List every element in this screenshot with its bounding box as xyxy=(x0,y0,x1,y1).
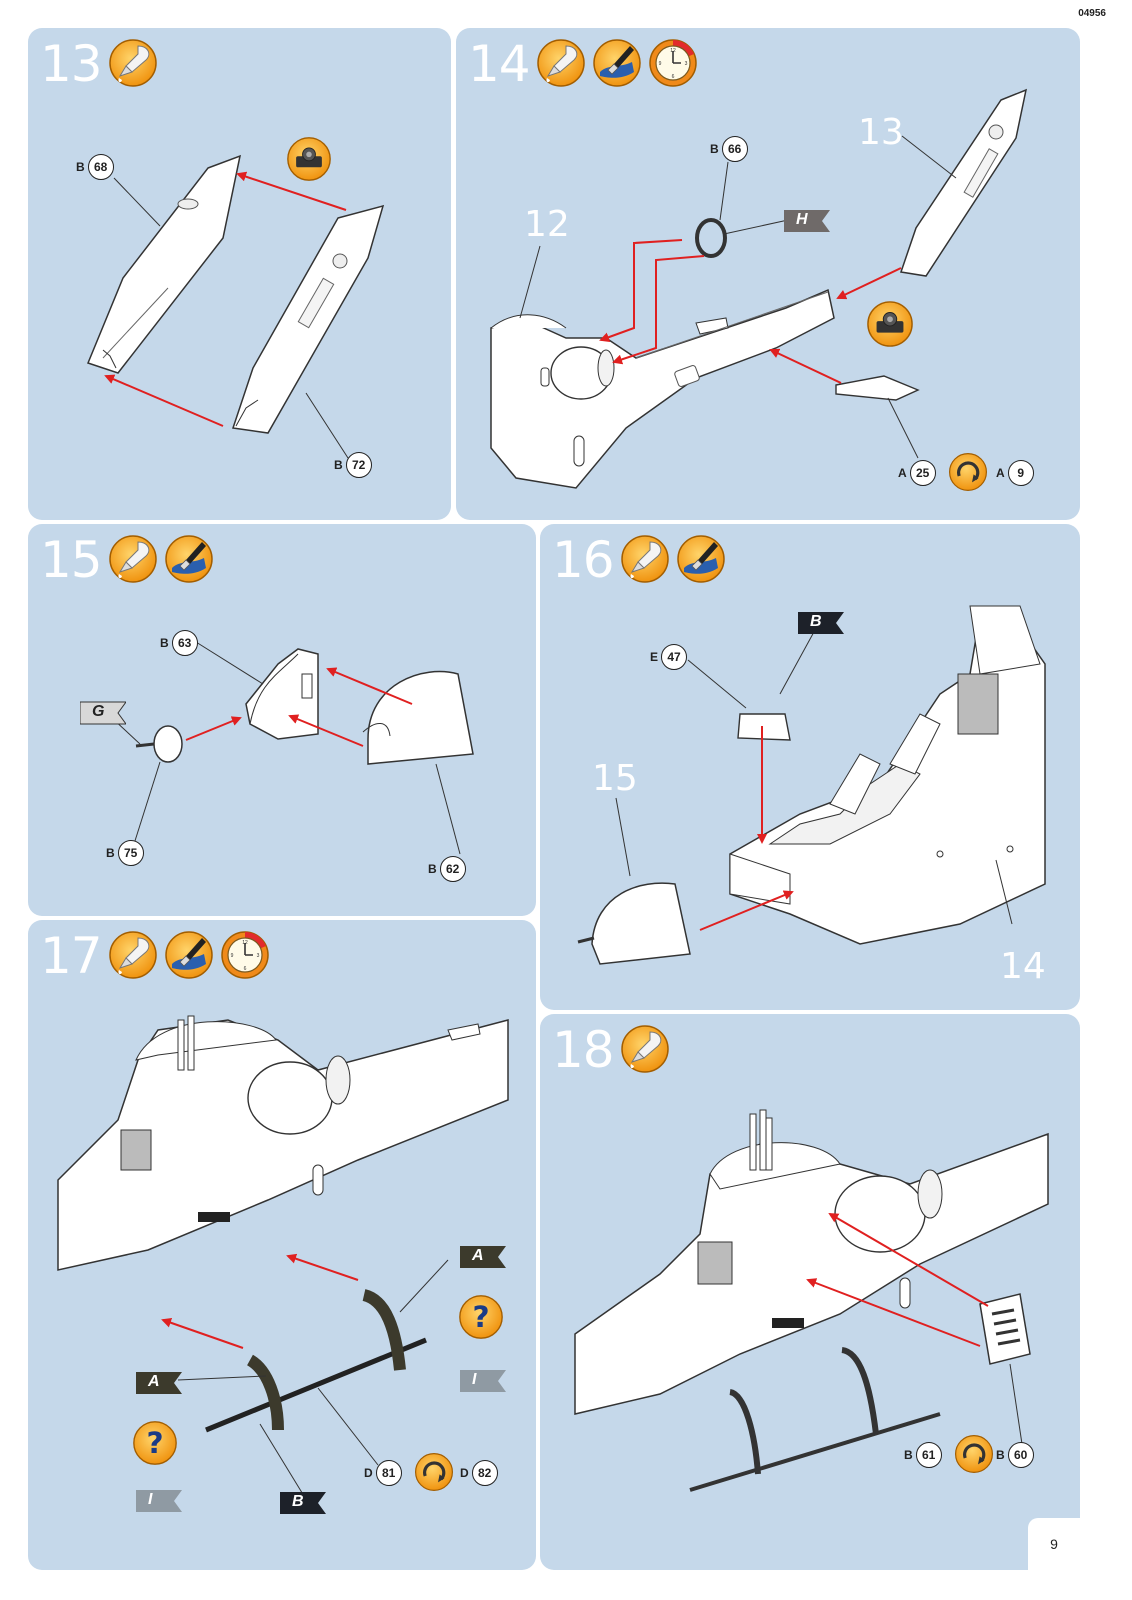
color-flag-B: B xyxy=(280,1490,326,1516)
color-flag-B: B xyxy=(798,610,844,636)
step-number: 18 xyxy=(552,1021,615,1079)
tape-icon xyxy=(866,300,914,348)
assembly-ref: 14 xyxy=(1000,946,1046,987)
step-17-illustration xyxy=(57,1015,509,1497)
assembly-ref: 12 xyxy=(524,204,570,245)
color-flag-I: I xyxy=(136,1488,182,1514)
step-number: 14 xyxy=(468,35,531,93)
step-15-illustration xyxy=(111,641,474,855)
step-number: 17 xyxy=(40,927,103,985)
step-18-illustration xyxy=(574,1109,1049,1492)
rotate-icon xyxy=(414,1452,454,1492)
question-icon xyxy=(132,1420,178,1466)
tape-icon xyxy=(286,136,332,182)
step-number: 16 xyxy=(552,531,615,589)
page-number: 9 xyxy=(1028,1518,1080,1570)
step-13-illustration xyxy=(87,154,385,459)
color-flag-G: G xyxy=(79,700,127,726)
document-code: 04956 xyxy=(1078,8,1106,19)
step-16-illustration xyxy=(577,605,1046,965)
step-17-panel: 17 A I A xyxy=(28,920,536,1570)
assembly-ref: 13 xyxy=(858,112,904,153)
rotate-icon xyxy=(954,1434,994,1474)
color-flag-A: A xyxy=(136,1370,182,1396)
color-flag-A: A xyxy=(460,1244,506,1270)
assembly-ref: 15 xyxy=(592,758,638,799)
rotate-icon xyxy=(948,452,988,492)
question-icon xyxy=(458,1294,504,1340)
step-number: 15 xyxy=(40,531,103,589)
color-flag-I: I xyxy=(460,1368,506,1394)
color-flag-H: H xyxy=(784,208,830,234)
step-14-illustration xyxy=(490,88,1028,489)
step-number: 13 xyxy=(40,35,103,93)
